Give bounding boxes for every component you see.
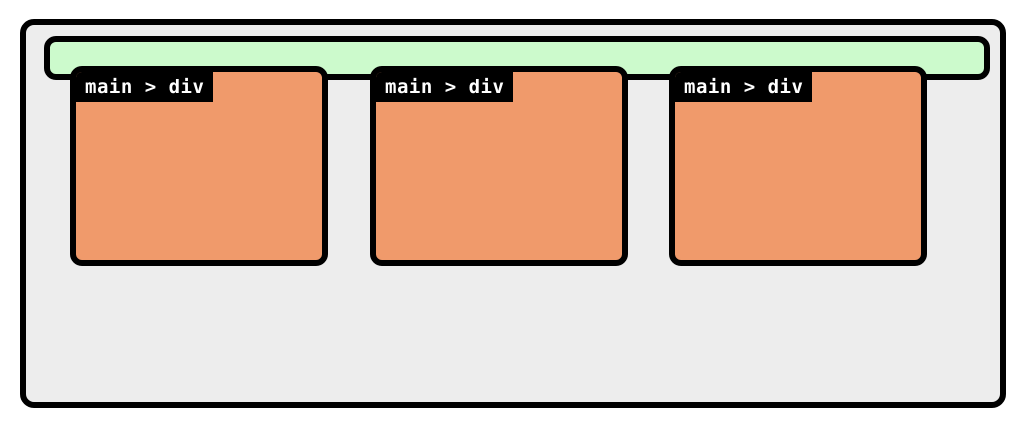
child-box-1[interactable]: main > div <box>70 66 328 266</box>
child-selector-tab-2: main > div <box>376 72 514 102</box>
child-box-2[interactable]: main > div <box>370 66 628 266</box>
child-selector-tab-1: main > div <box>76 72 214 102</box>
child-selector-tab-3: main > div <box>675 72 813 102</box>
child-box-3[interactable]: main > div <box>669 66 927 266</box>
